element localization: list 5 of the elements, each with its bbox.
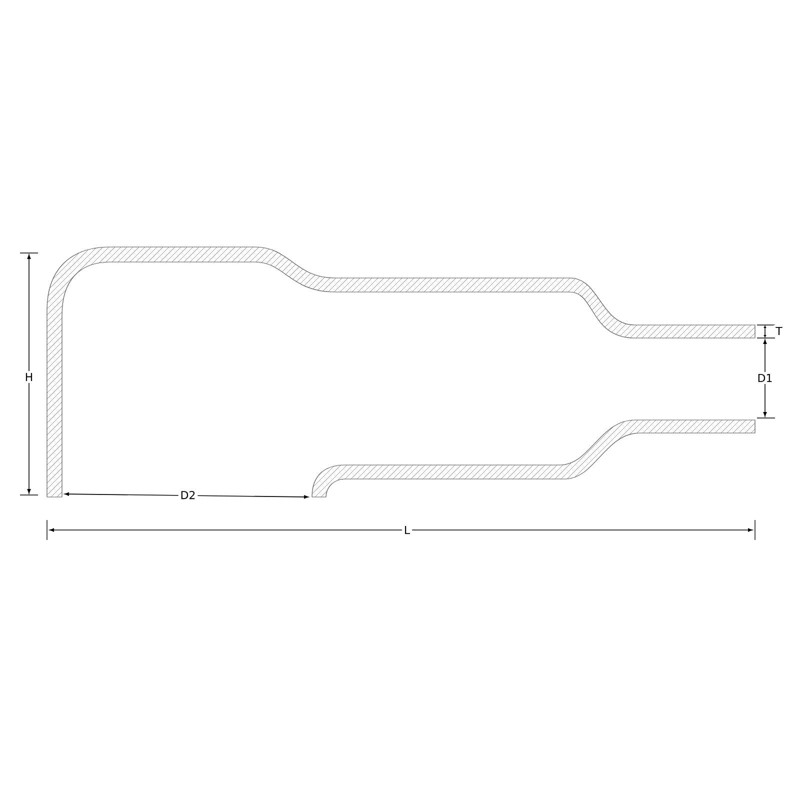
dimension-label: D2 [178, 488, 198, 502]
dimension-label: T [774, 325, 784, 337]
dimension-label: L [402, 524, 412, 536]
dimension-label: D1 [755, 372, 775, 384]
dimension-label: H [22, 371, 36, 383]
